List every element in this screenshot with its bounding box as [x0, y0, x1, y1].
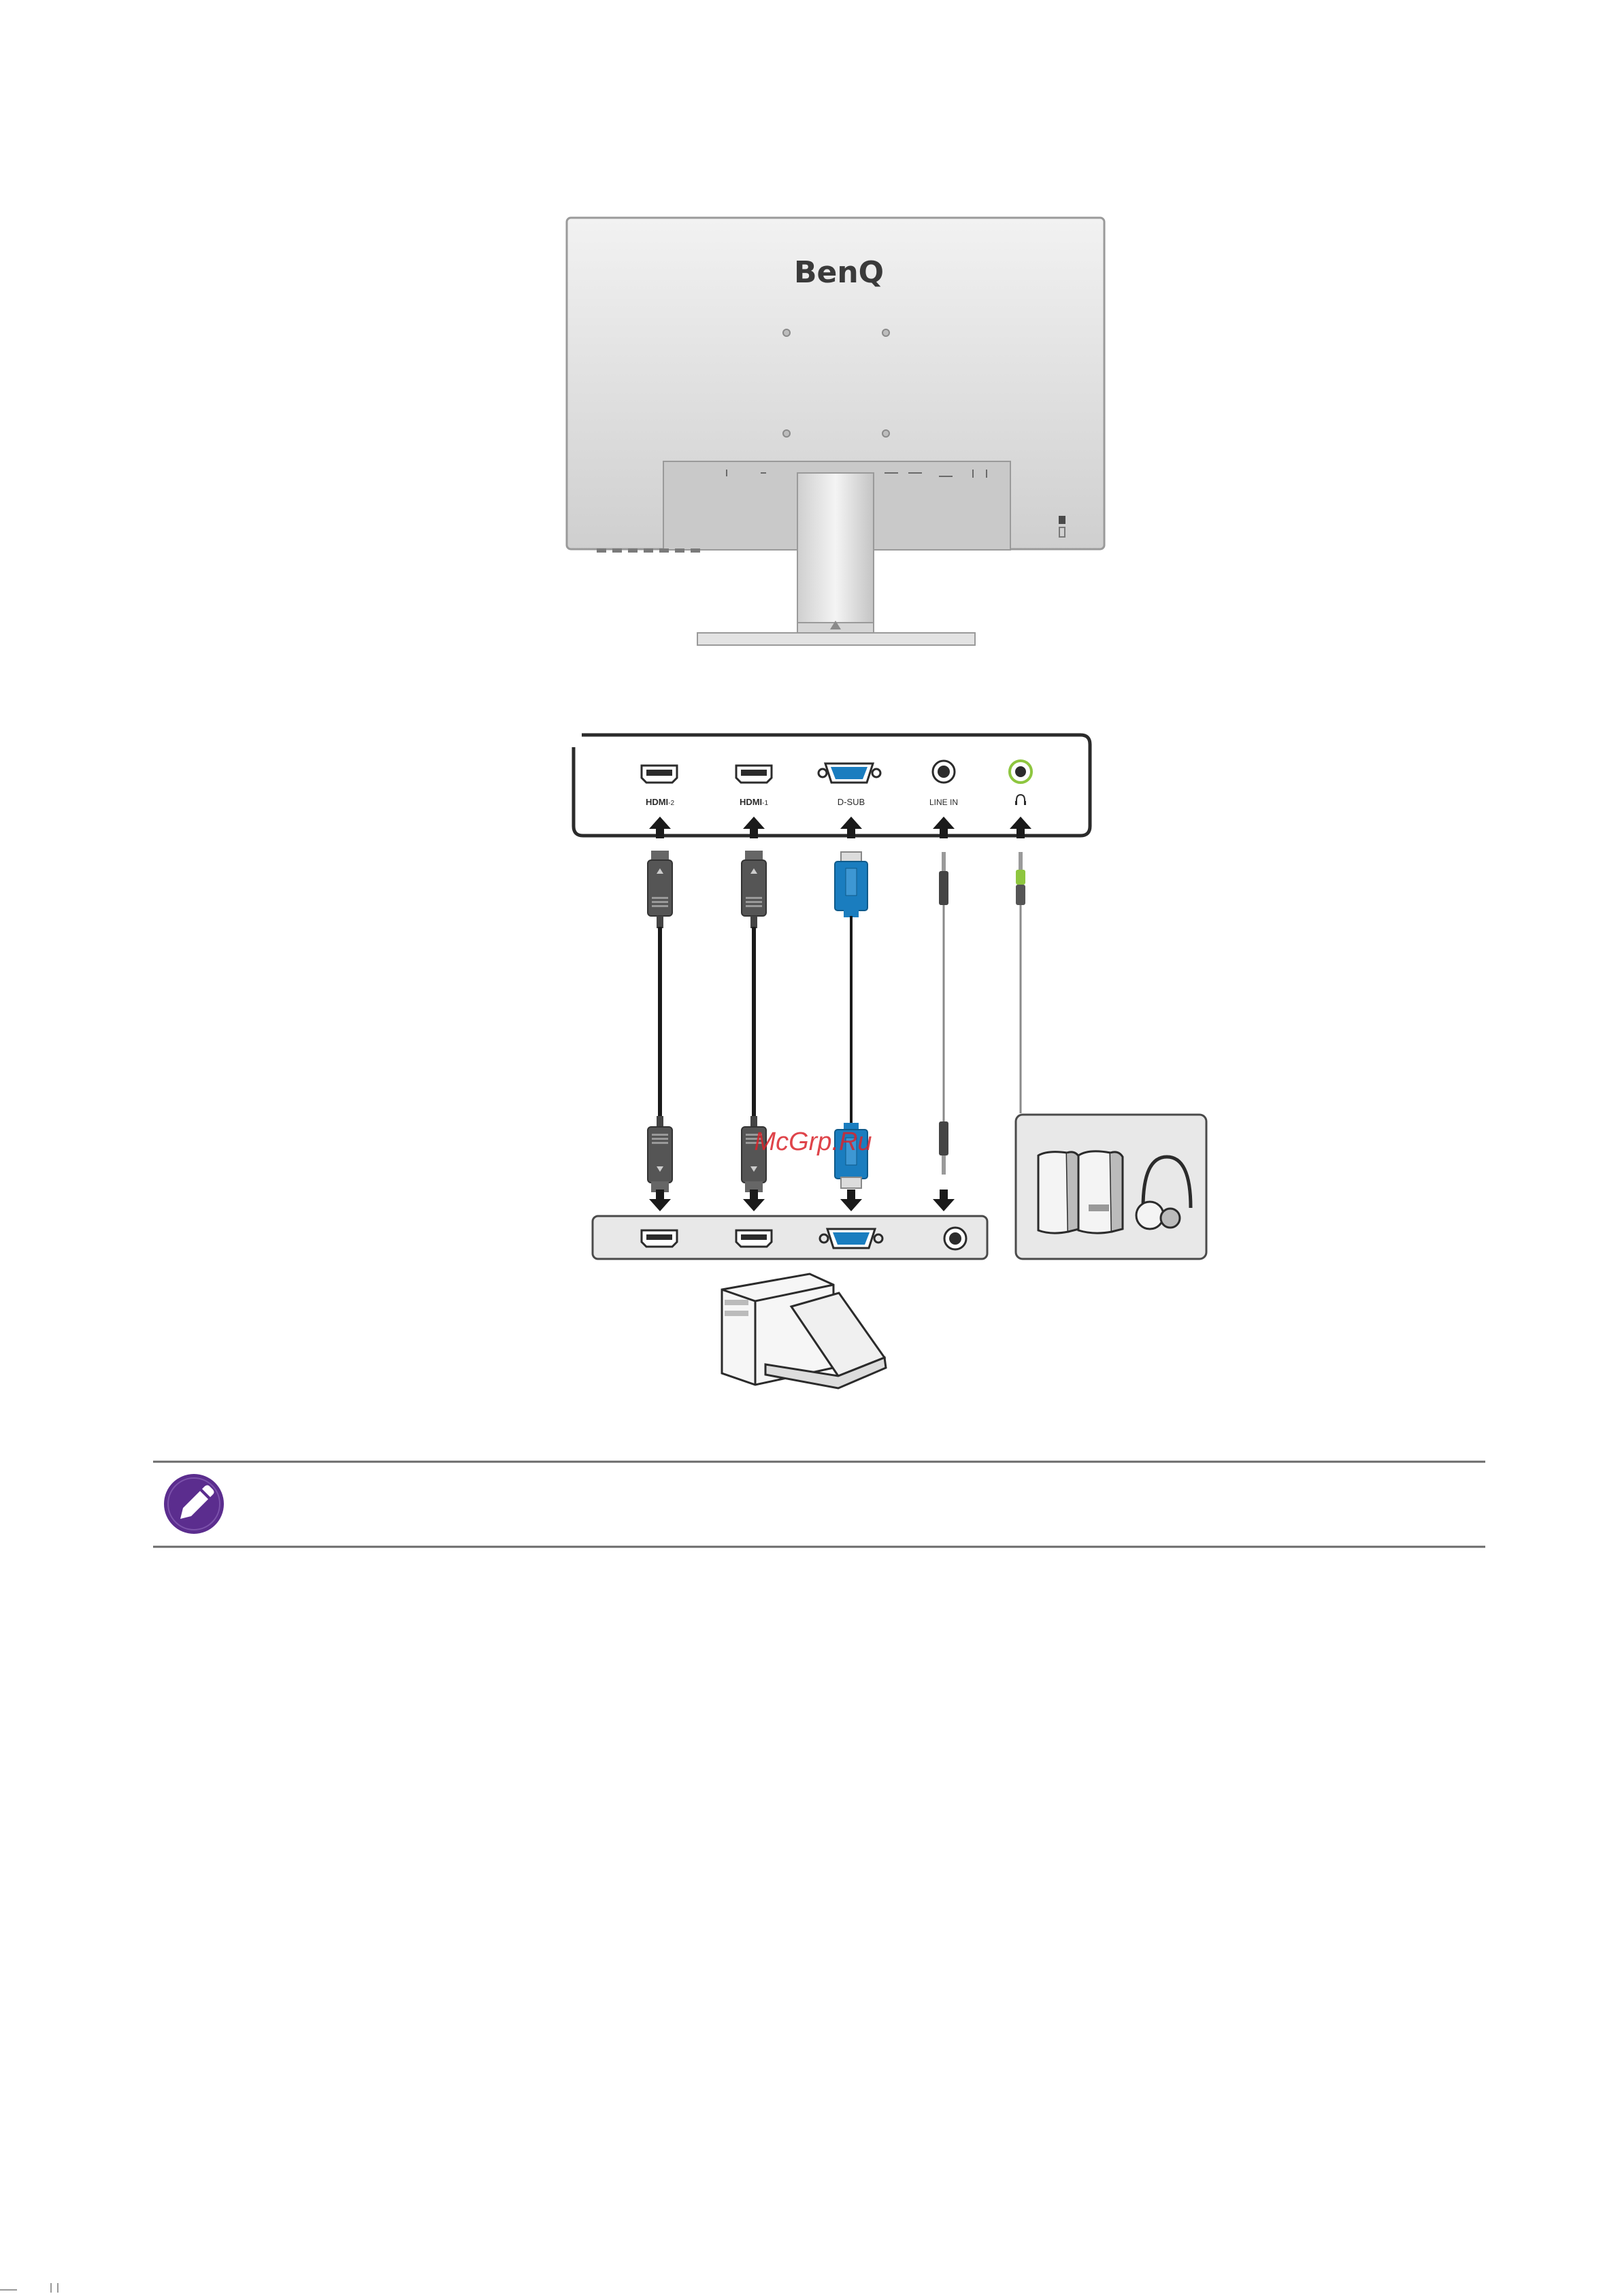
port-hdmi-2: HDMI-2 — [642, 766, 677, 807]
hdmi-cable-2 — [648, 851, 672, 1192]
stand-neck — [797, 473, 874, 629]
page-corner-mark — [0, 2283, 58, 2293]
headphone-cable — [1016, 852, 1025, 1113]
port-hdmi-1: HDMI-1 — [736, 766, 772, 807]
monitor-rear-view: BenQ — [567, 218, 1104, 645]
port-line-in: LINE IN — [929, 761, 958, 807]
pc-laptop-icon — [722, 1274, 886, 1388]
port-label-hdmi-2: HDMI — [646, 797, 668, 807]
audio-cable — [939, 852, 948, 1175]
watermark: McGrp.Ru — [754, 1128, 872, 1156]
port-label-hdmi-1: HDMI — [740, 797, 762, 807]
port-label-line-in: LINE IN — [929, 798, 958, 807]
stand-base — [697, 633, 975, 645]
monitor-port-panel — [574, 735, 1090, 836]
port-headphone — [1010, 761, 1031, 805]
pencil-note-icon — [164, 1474, 224, 1534]
port-suffix-hdmi-1: -1 — [762, 800, 768, 807]
svg-text:HDMI-1: HDMI-1 — [740, 797, 769, 807]
speaker-icon — [1038, 1151, 1123, 1233]
benq-logo: BenQ — [794, 255, 884, 290]
arrows-down — [649, 1190, 955, 1211]
headphone-icon — [1015, 795, 1026, 805]
speakers-headphones-box — [1016, 1115, 1206, 1259]
note-box — [153, 1462, 1485, 1547]
pc-port-panel — [593, 1216, 987, 1259]
port-label-d-sub: D-SUB — [838, 797, 865, 807]
svg-text:HDMI-2: HDMI-2 — [646, 797, 675, 807]
port-suffix-hdmi-2: -2 — [668, 800, 674, 807]
port-d-sub: D-SUB — [819, 764, 880, 807]
